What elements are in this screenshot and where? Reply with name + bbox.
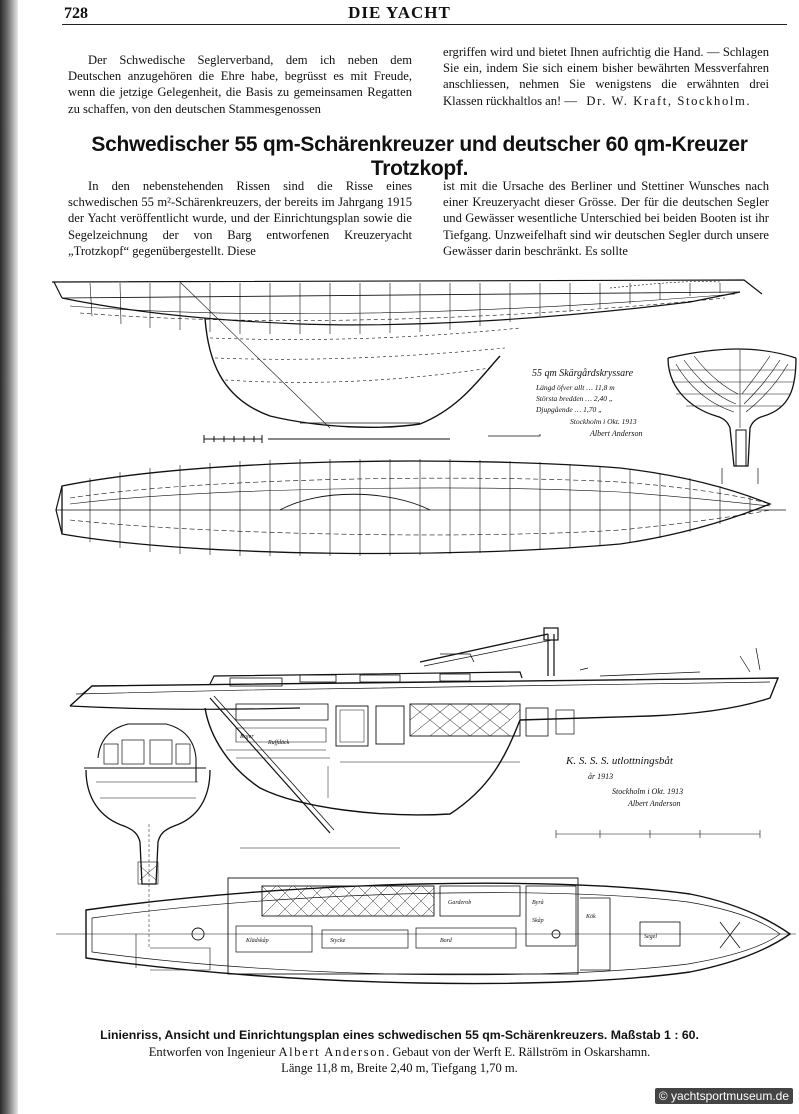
lines-place: Stockholm i Okt. 1913 <box>570 417 637 426</box>
body-plan-section <box>667 348 797 484</box>
label-segel: Segel <box>644 934 657 940</box>
lines-title: 55 qm Skärgårdskryssare <box>532 368 634 379</box>
scale-bar <box>203 434 541 443</box>
station-marks <box>240 830 761 849</box>
header-rule <box>62 24 787 25</box>
label-stycke: Stycke <box>330 938 346 944</box>
scan-edge <box>0 0 18 1114</box>
label-kok: Kök <box>585 914 596 920</box>
article-left-column: In den nebenstehenden Rissen sind die Ri… <box>68 178 412 259</box>
letter-right-column: ergriffen wird und bietet Ihnen aufricht… <box>443 44 769 109</box>
lines-signature: Albert Anderson <box>589 429 643 438</box>
lines-row-2: Största bredden … 2,40 „ <box>536 394 613 403</box>
letter-signature: Dr. W. Kraft, Stockholm. <box>586 93 752 108</box>
plan-year: år 1913 <box>588 772 613 781</box>
yacht-technical-drawing: 55 qm Skärgårdskryssare Längd öfver allt… <box>51 279 797 985</box>
label-bord: Bord <box>440 938 453 944</box>
accommodation-plan <box>56 877 796 985</box>
caption-title: Linienriss, Ansicht und Einrichtungsplan… <box>100 1028 699 1042</box>
profile-view <box>51 279 763 429</box>
lines-row-3: Djupgående … 1,70 „ <box>535 405 602 414</box>
letter-left-text: Der Schwedische Seglerverband, dem ich n… <box>68 53 412 116</box>
caption-designer: Entworfen von Ingenieur Albert Anderson.… <box>0 1045 799 1060</box>
label-byra: Byrå <box>532 899 544 906</box>
caption-designer-pre: Entworfen von Ingenieur <box>148 1045 276 1059</box>
lines-row-1: Längd öfver allt … 11,8 m <box>535 383 615 392</box>
article-right-column: ist mit die Ursache des Berliner und Ste… <box>443 178 769 259</box>
plan-signature: Albert Anderson <box>627 799 681 808</box>
caption-designer-post: . Gebaut von der Werft E. Rällström in O… <box>386 1045 651 1059</box>
letter-right-text: ergriffen wird und bietet Ihnen aufricht… <box>443 44 769 109</box>
article-right-text: ist mit die Ursache des Berliner und Ste… <box>443 179 769 258</box>
half-breadth-plan <box>55 459 786 556</box>
caption-designer-name: Albert Anderson <box>278 1045 387 1059</box>
label-kladskap: Klädskåp <box>245 937 269 944</box>
plan-place: Stockholm i Okt. 1913 <box>612 787 683 796</box>
letter-right-body: ergriffen wird und bietet Ihnen aufricht… <box>443 45 769 108</box>
watermark: © yachtsportmuseum.de <box>654 1088 793 1104</box>
running-title: DIE YACHT <box>348 3 451 22</box>
cross-section <box>84 723 211 948</box>
label-kojer: Kojer <box>239 734 254 740</box>
label-garderob: Garderob <box>448 900 471 906</box>
article-title: Schwedischer 55 qm-Schärenkreuzer und de… <box>91 133 748 180</box>
caption-dimensions: Länge 11,8 m, Breite 2,40 m, Tiefgang 1,… <box>281 1061 518 1075</box>
label-ruffdack: Ruffdäck <box>267 739 290 746</box>
label-skap: Skåp <box>532 917 544 924</box>
page-number: 728 <box>64 5 88 22</box>
article-left-text: In den nebenstehenden Rissen sind die Ri… <box>68 179 412 258</box>
plan-title: K. S. S. S. utlottningsbåt <box>565 755 674 767</box>
letter-left-column: Der Schwedische Seglerverband, dem ich n… <box>68 52 412 117</box>
